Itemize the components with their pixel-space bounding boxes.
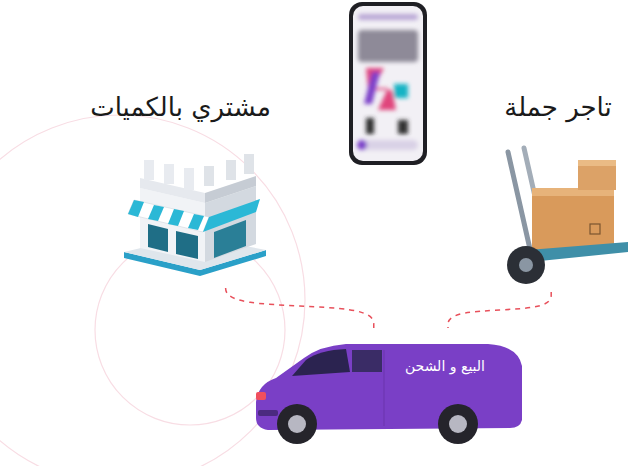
van-node: البيع و الشحن (250, 330, 525, 446)
shop-illustration-part (226, 160, 236, 180)
van-illustration-part (449, 415, 467, 433)
background-circles (0, 115, 305, 466)
van-illustration-part (384, 350, 385, 426)
shop-illustration-part (214, 220, 246, 258)
shop-illustration-part (176, 231, 198, 259)
wholesaler-node: تاجر جملة (490, 92, 626, 290)
shop-illustration-part (164, 164, 174, 184)
hand-truck-illustration-part (578, 160, 616, 166)
hand-truck-illustration-part (507, 246, 545, 284)
van-text: البيع و الشحن (250, 358, 485, 375)
node-label: تاجر جملة (490, 92, 626, 123)
hand-truck-illustration-part (519, 258, 533, 272)
van-illustration-part (277, 404, 317, 444)
hand-truck-illustration (507, 148, 628, 284)
phone-illustration-part (349, 2, 427, 165)
van-illustration-part (352, 350, 382, 372)
background-circles-part (0, 115, 305, 466)
phone-illustration-part-part (358, 14, 418, 20)
shop-illustration (124, 154, 266, 276)
phone-illustration-part-part (358, 140, 418, 150)
hand-truck-illustration-part (578, 160, 616, 190)
phone-illustration-part (357, 14, 418, 150)
phone-illustration-part-part (358, 30, 418, 62)
shop-illustration-part (128, 200, 144, 217)
phone-illustration-part (353, 6, 423, 161)
shop-illustration-part (204, 166, 214, 186)
van-illustration-part (438, 404, 478, 444)
buyer-node: مشتري بالكميات (78, 92, 283, 282)
hand-truck-illustration-part (590, 224, 600, 234)
van-illustration-part (288, 415, 306, 433)
node-label: مشتري بالكميات (78, 92, 283, 123)
van-illustration-part (256, 392, 266, 400)
phone-illustration-part-part (357, 140, 367, 150)
shop-illustration-part (148, 205, 164, 221)
shop-illustration-part (128, 200, 209, 232)
phone-illustration-part-part (394, 84, 408, 98)
hand-truck-illustration-part (532, 188, 614, 250)
phone-illustration-part-part (364, 72, 380, 104)
dashed-connector (226, 284, 374, 328)
dashed-connector (448, 292, 551, 328)
van-illustration-part (292, 349, 350, 376)
phone-illustration-part-part (398, 120, 408, 134)
phone-illustration-part-part (366, 118, 374, 134)
van-illustration-part (258, 410, 278, 416)
shop-illustration-part (144, 160, 154, 180)
shop-illustration-part (148, 224, 168, 252)
phone-illustration (349, 2, 427, 165)
shop-illustration-part (168, 209, 184, 226)
background-circles-part (95, 235, 285, 425)
shop-illustration-part (188, 214, 204, 230)
shop-illustration-part (244, 154, 254, 174)
shop-illustration-part (184, 168, 194, 190)
